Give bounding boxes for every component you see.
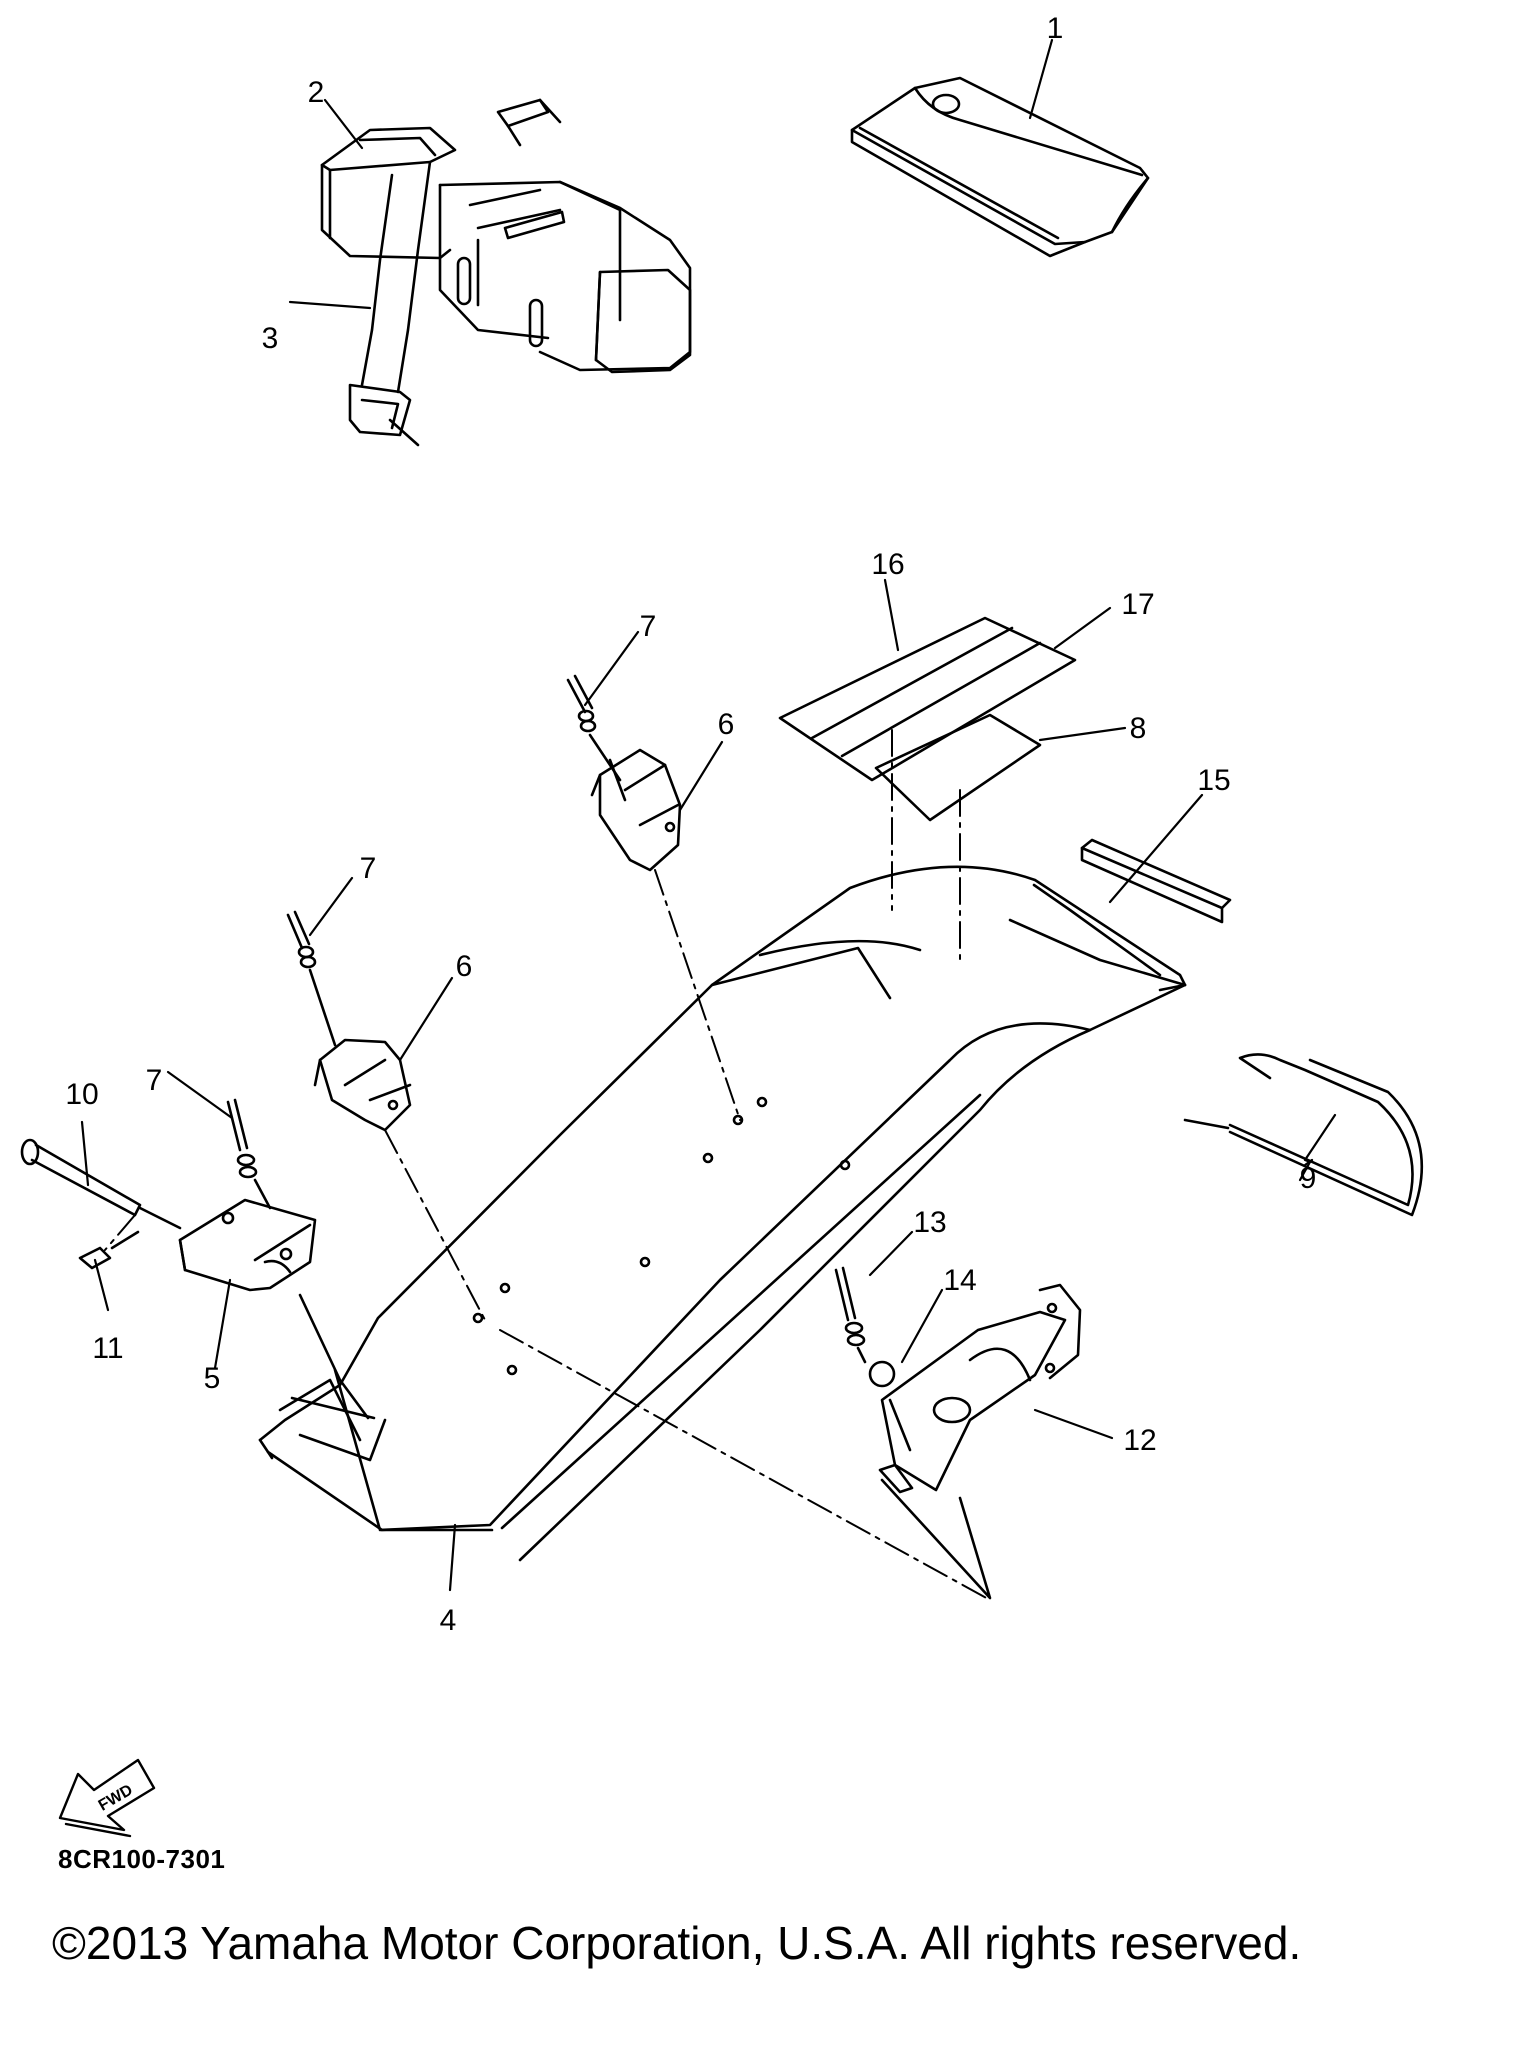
fwd-badge-label: FWD (96, 1782, 136, 1815)
callout-7-low: 7 (146, 1064, 163, 1097)
part-pad (874, 713, 1042, 822)
part-hinge-bracket (178, 1198, 370, 1420)
part-pouch (850, 76, 1150, 258)
callout-5: 5 (204, 1362, 221, 1395)
part-hinge-pin (20, 1138, 182, 1230)
callout-3: 3 (262, 322, 279, 355)
part-screw-low (226, 1098, 272, 1210)
part-cotter-clip (78, 1230, 140, 1270)
callout-10: 10 (65, 1078, 98, 1111)
callout-7-mid: 7 (360, 852, 377, 885)
callout-16: 16 (871, 548, 904, 581)
part-main-cover (258, 865, 1187, 1562)
part-battery-box (320, 98, 692, 374)
callout-leaders (80, 38, 1337, 1592)
part-screw-upper (566, 674, 622, 782)
callout-1: 1 (1047, 12, 1064, 45)
diagram-code: 8CR100-7301 (58, 1844, 226, 1874)
part-bar (1080, 838, 1232, 924)
part-screw-mid (286, 910, 337, 1047)
part-bracket-lower (313, 1038, 412, 1132)
part-bracket-upper (590, 748, 682, 872)
fwd-arrow-icon (58, 1758, 156, 1838)
callout-6-upper: 6 (718, 708, 735, 741)
part-rod-handle (1183, 1053, 1424, 1217)
callout-17: 17 (1121, 588, 1154, 621)
callout-2: 2 (308, 76, 325, 109)
part-washer (868, 1360, 912, 1452)
callout-12: 12 (1123, 1424, 1156, 1457)
callout-7-upper: 7 (640, 610, 657, 643)
part-screw-latch (834, 1266, 867, 1364)
callout-13: 13 (913, 1206, 946, 1239)
part-latch (878, 1283, 1082, 1600)
copyright-notice: ©2013 Yamaha Motor Corporation, U.S.A. A… (52, 1917, 1302, 1969)
part-decal-stripe (778, 616, 1077, 782)
part-strap (348, 160, 432, 447)
callout-14: 14 (943, 1264, 976, 1297)
callout-9: 9 (1300, 1162, 1317, 1195)
assembly-lines (104, 729, 991, 1601)
callout-4: 4 (440, 1604, 457, 1637)
callout-8: 8 (1130, 712, 1147, 745)
callout-11: 11 (92, 1332, 123, 1365)
callout-6-lower: 6 (456, 950, 473, 983)
callout-15: 15 (1197, 764, 1230, 797)
